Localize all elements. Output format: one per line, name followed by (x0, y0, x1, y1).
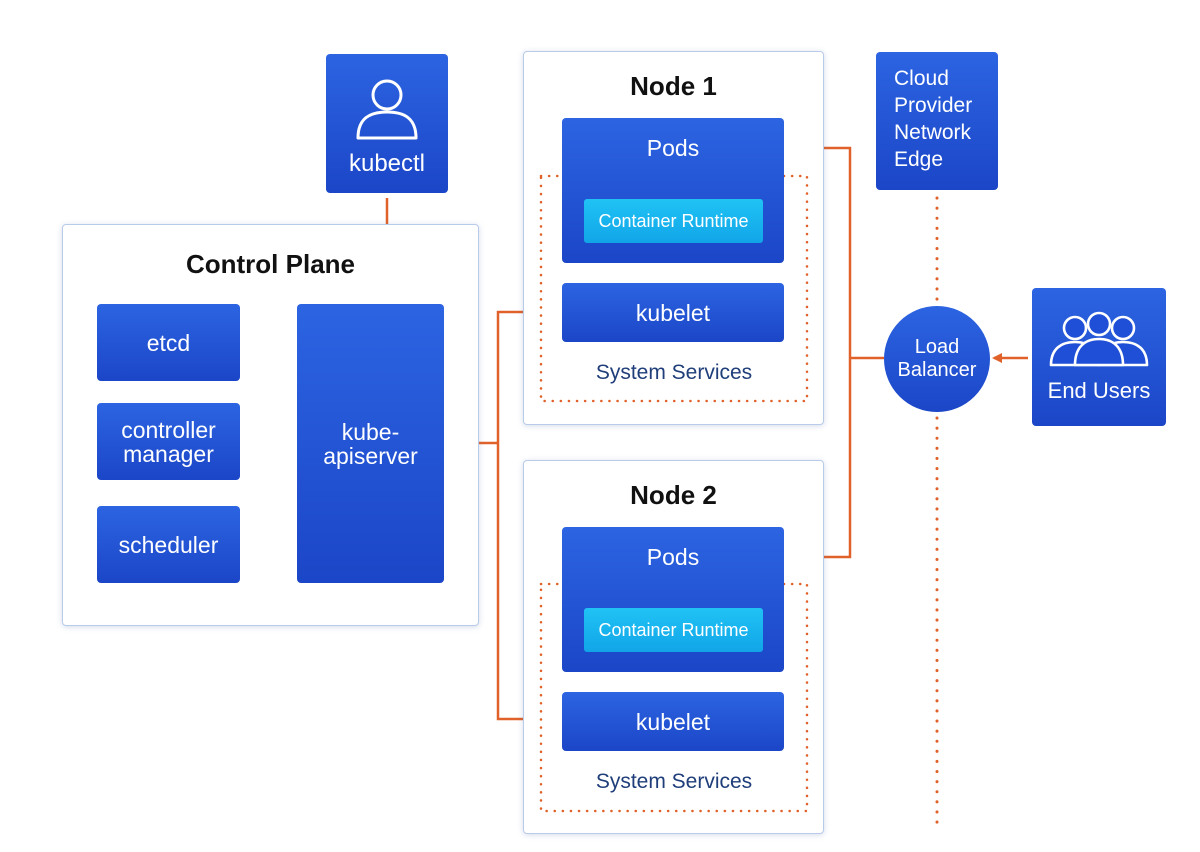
controller-manager-box[interactable]: controller manager (97, 403, 240, 480)
scheduler-box[interactable]: scheduler (97, 506, 240, 583)
lb-pods-link (796, 143, 852, 562)
node-2-pods-label: Pods (646, 544, 700, 570)
cloud-provider-box[interactable]: Cloud Provider Network Edge (876, 52, 998, 190)
node-2-kubelet-box[interactable]: kubelet (562, 692, 784, 751)
node-1-pods-label: Pods (646, 135, 700, 161)
end-users-box[interactable]: End Users (1032, 288, 1166, 426)
end-users-label: End Users (1047, 378, 1151, 403)
kube-apiserver-box[interactable]: kube- apiserver (297, 304, 444, 583)
etcd-box[interactable]: etcd (97, 304, 240, 381)
node-1-title: Node 1 (630, 71, 717, 101)
kubectl-label: kubectl (348, 149, 426, 177)
users-group-icon (1049, 311, 1149, 367)
node-1-container-runtime[interactable]: Container Runtime (584, 199, 763, 243)
node-1-kubelet-box[interactable]: kubelet (562, 283, 784, 342)
load-balancer-circle[interactable]: Load Balancer (884, 306, 990, 412)
node-1-system-services: System Services (595, 361, 753, 384)
control-plane-title: Control Plane (185, 249, 355, 279)
node-2-title: Node 2 (630, 480, 717, 510)
node-2-system-services: System Services (595, 770, 753, 793)
node-2-container-runtime[interactable]: Container Runtime (584, 608, 763, 652)
load-balancer-label: Load Balancer (897, 336, 977, 381)
person-icon (356, 79, 418, 139)
cloud-provider-label: Cloud Provider Network Edge (894, 67, 973, 171)
kubectl-box[interactable]: kubectl (326, 54, 448, 193)
